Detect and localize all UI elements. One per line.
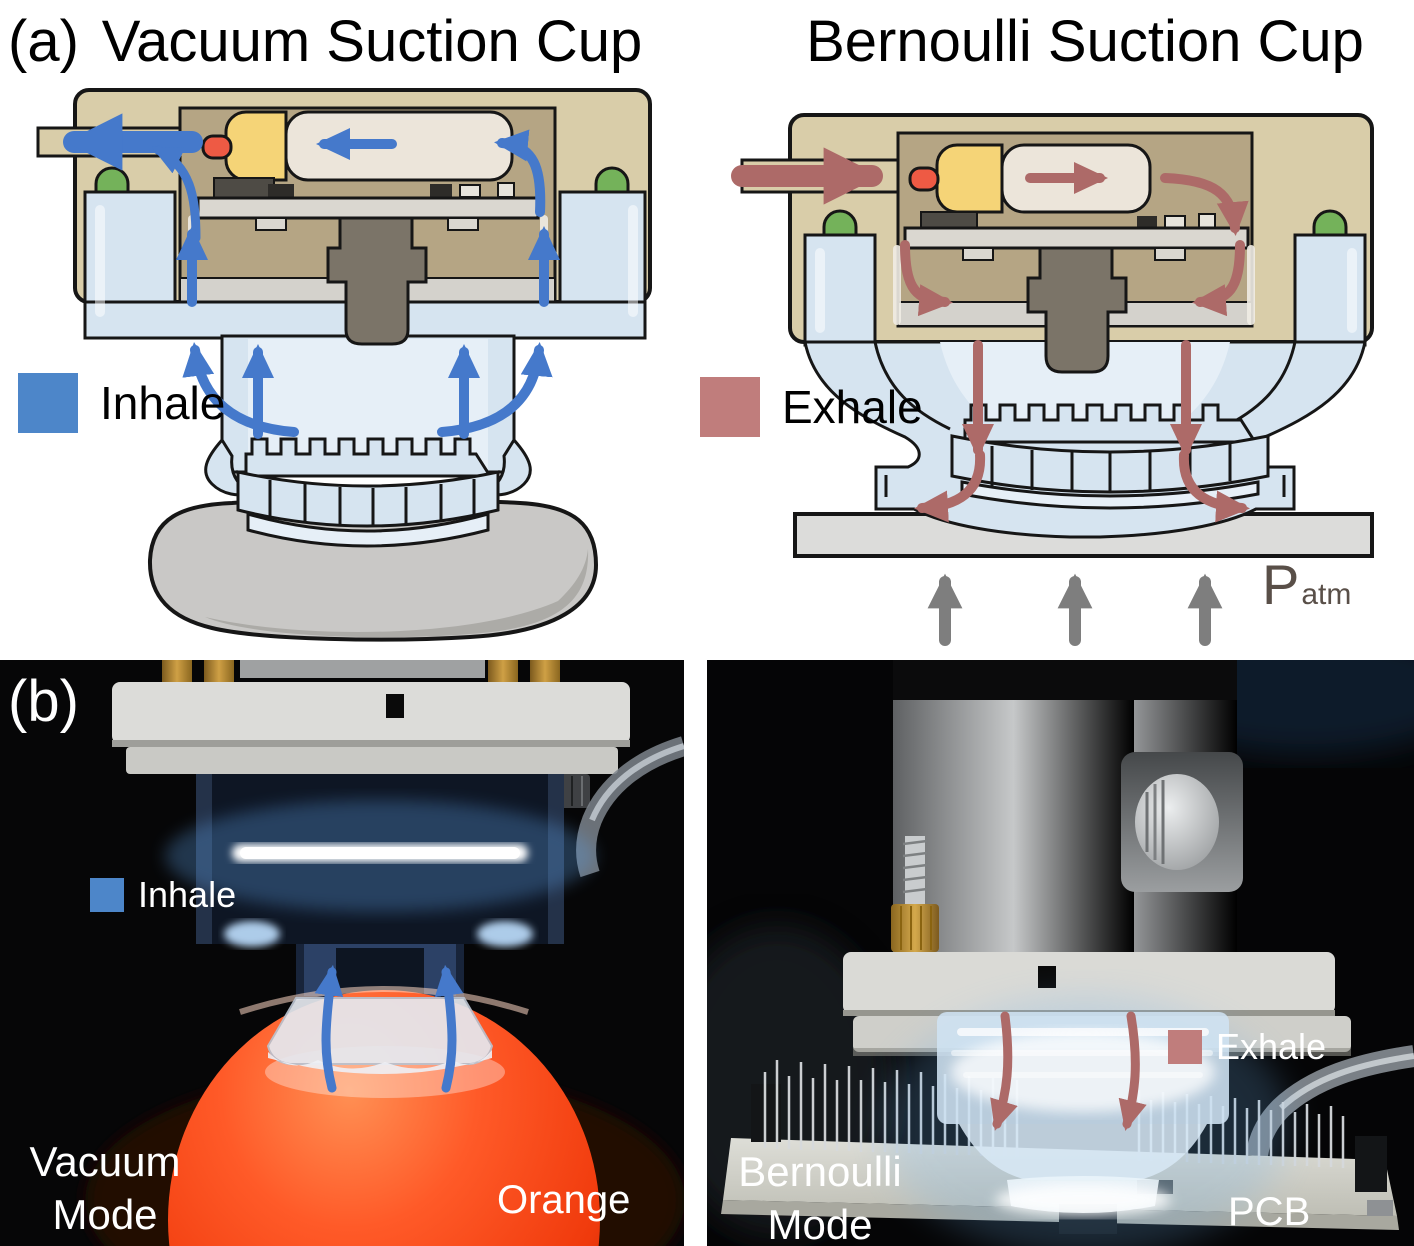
cup-lip	[246, 512, 490, 548]
pump-motor-cap	[224, 110, 288, 182]
seal-left	[822, 209, 858, 237]
inhale-flow-arrows	[63, 113, 560, 439]
bernoulli-diagram-title: Bernoulli Suction Cup	[806, 9, 1364, 74]
bernoulli-photo	[707, 660, 1414, 1246]
vacuum-photo	[0, 660, 684, 1246]
seal-right	[594, 166, 630, 194]
inhale-legend-label: Inhale	[100, 377, 226, 429]
inhale-swatch	[18, 373, 78, 433]
vacuum-mode-caption: Vacuum Mode	[29, 1138, 181, 1238]
brass-nut	[891, 904, 939, 952]
photo-inhale-arrows	[314, 964, 464, 1093]
usb-connector	[1367, 1200, 1393, 1216]
exhale-legend: Exhale	[700, 377, 923, 437]
internal-pcb	[196, 196, 540, 220]
orange-caption: Orange	[497, 1178, 631, 1222]
inhale-legend: Inhale	[18, 373, 225, 433]
panel-a-label: (a)	[8, 9, 79, 74]
vacuum-diagram	[36, 88, 652, 642]
photo-inhale-annotation: Inhale	[90, 874, 236, 916]
panel-b-label: (b)	[8, 669, 79, 734]
seal-right	[1312, 209, 1348, 237]
photo-exhale-arrows	[990, 1011, 1147, 1131]
pcb-caption: PCB	[1228, 1190, 1311, 1234]
cup-teeth	[244, 437, 493, 478]
exhale-legend-label: Exhale	[782, 381, 923, 433]
pump-motor-cap	[935, 143, 1004, 214]
mount-disc	[112, 682, 630, 744]
cup-lip	[960, 480, 1260, 510]
bernoulli-diagram	[731, 113, 1374, 646]
aluminum-cylinder	[891, 660, 1243, 956]
photo-exhale-label: Exhale	[1216, 1026, 1327, 1067]
vacuum-cup	[83, 190, 647, 548]
photo-exhale-annotation: Exhale	[1168, 1026, 1326, 1068]
threaded-screw	[905, 836, 925, 906]
atmospheric-pressure-arrows	[927, 573, 1223, 646]
bellows-cup	[265, 997, 505, 1098]
inhale-swatch	[90, 878, 124, 912]
vacuum-diagram-title: Vacuum Suction Cup	[101, 9, 643, 74]
cup-ribs	[236, 470, 500, 528]
exhale-swatch	[1168, 1030, 1202, 1064]
photo-inhale-label: Inhale	[138, 874, 237, 915]
bernoulli-mode-caption: Bernoulli Mode	[738, 1148, 902, 1246]
internal-pcb	[903, 226, 1250, 250]
exhale-flow-arrows	[731, 147, 1250, 523]
exhale-swatch	[700, 377, 760, 437]
motor-terminal	[908, 166, 940, 192]
seal-left	[94, 166, 130, 194]
impeller-shaft	[1026, 246, 1128, 374]
motor-terminal	[201, 134, 233, 160]
impeller-shaft	[326, 216, 428, 346]
